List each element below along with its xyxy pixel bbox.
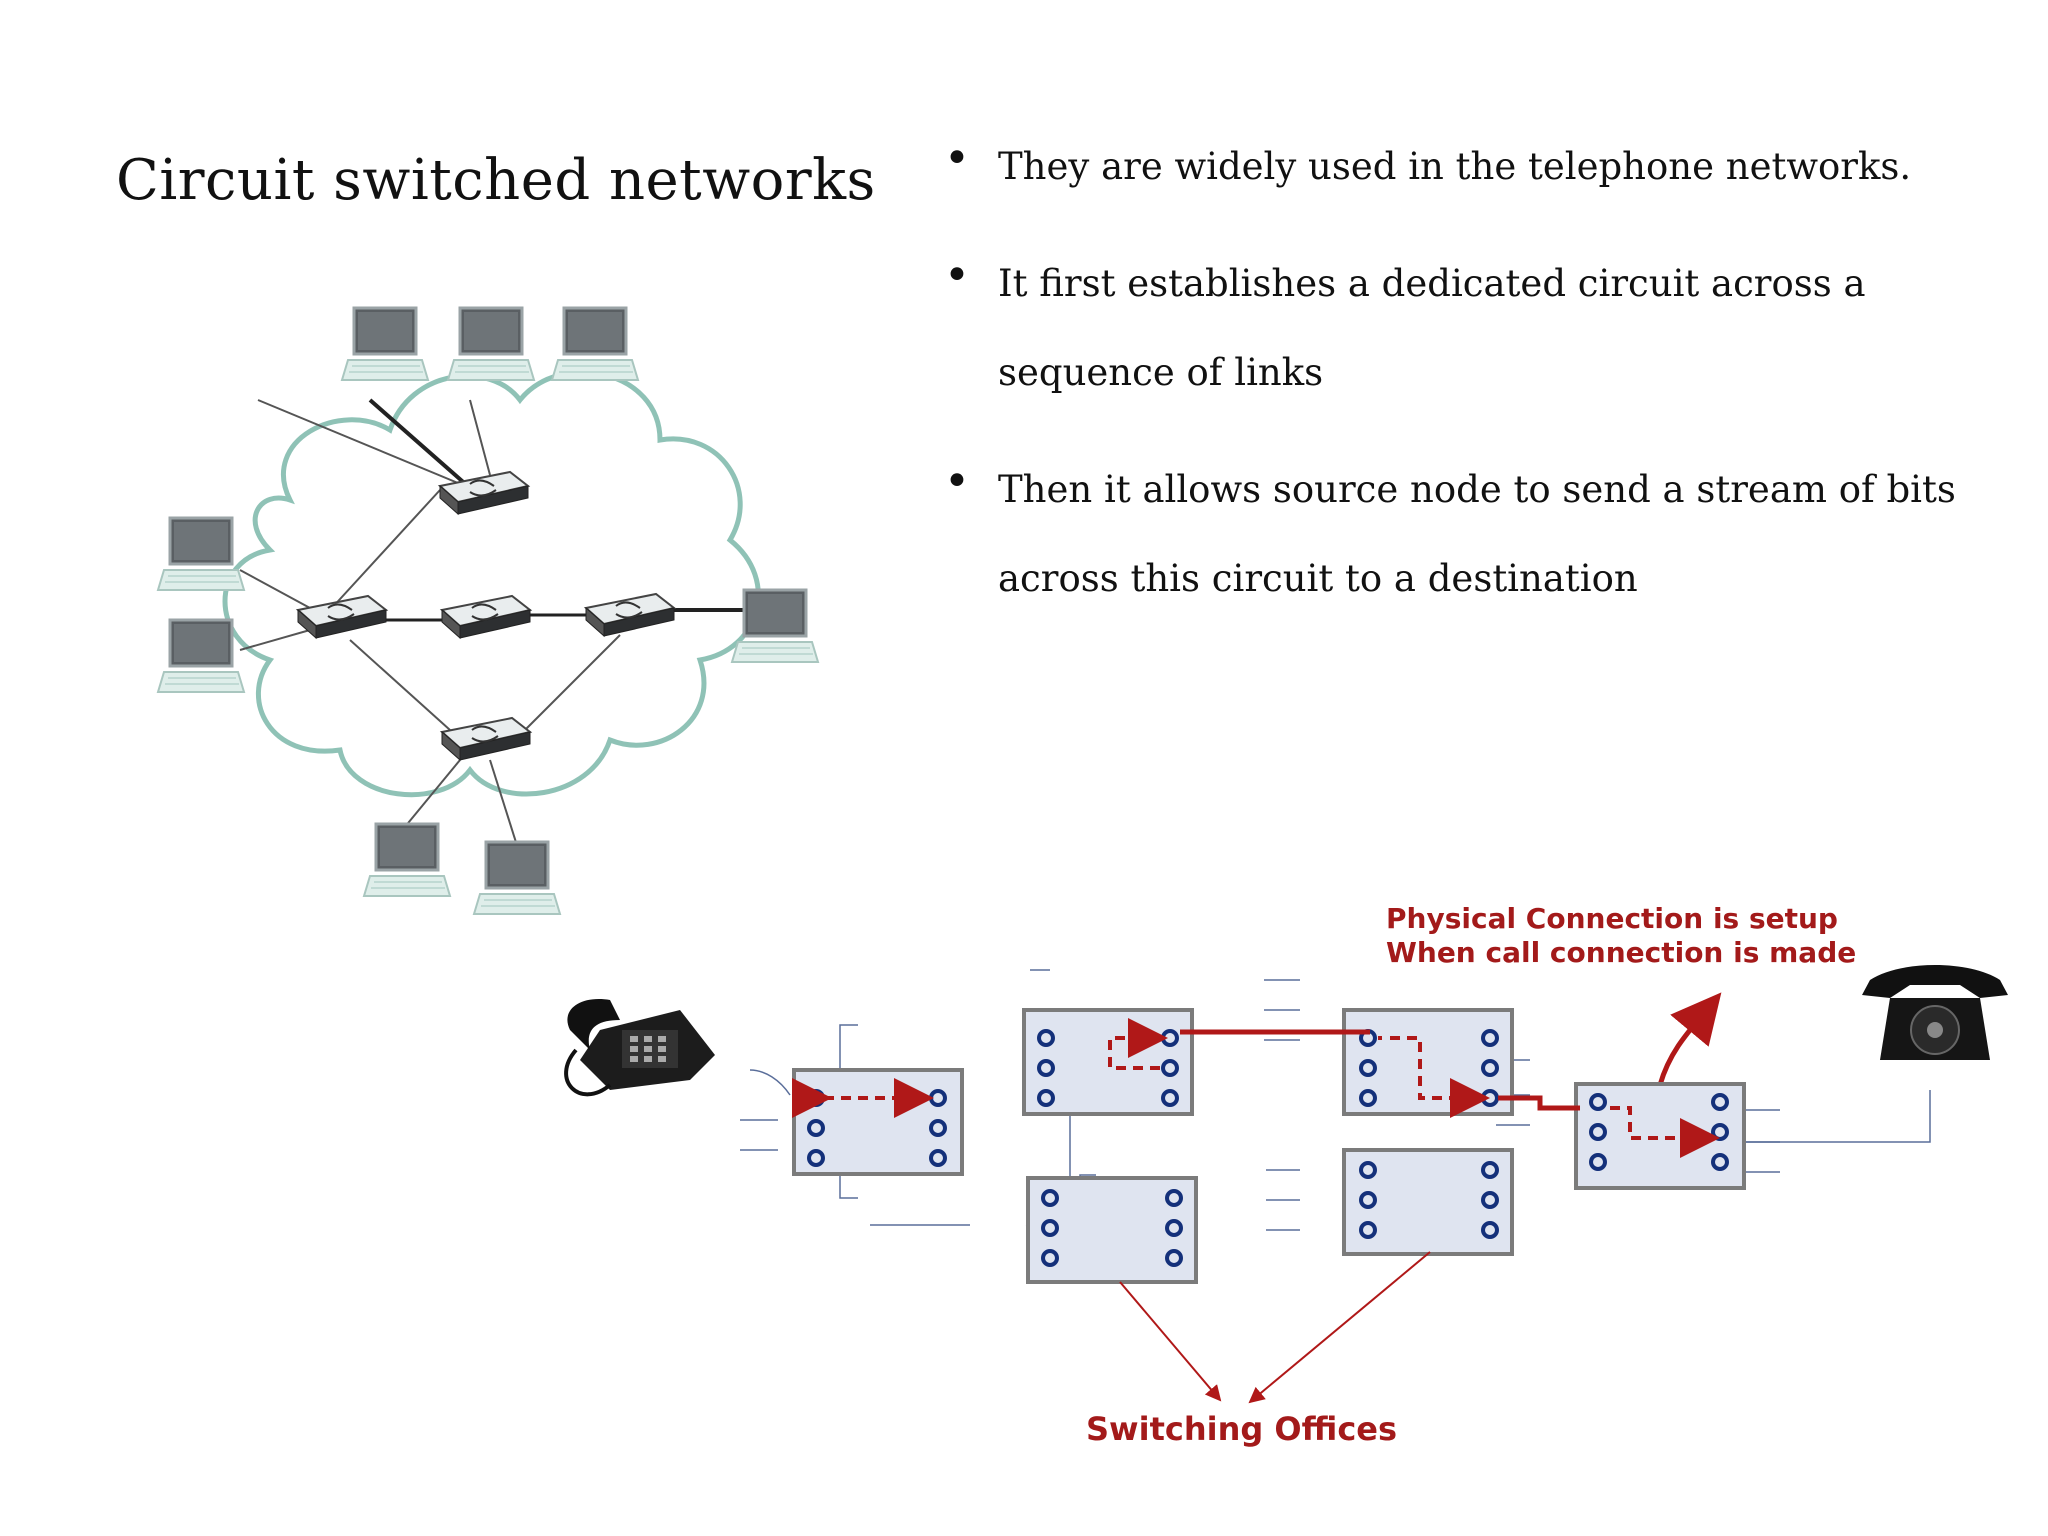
desk-phone-icon [564,999,715,1097]
laptop-icon [340,306,430,382]
switching-offices-label: Switching Offices [1086,1410,1397,1448]
bullet-item: Then it allows source node to send a str… [942,437,2022,623]
laptop-icon [156,516,246,592]
laptop-icon [730,588,820,664]
callout-line2: When call connection is made [1386,936,1856,969]
laptop-icon [550,306,640,382]
switching-offices-diagram: Physical Connection is setup When call c… [564,902,2008,1448]
laptop-icon [446,306,536,382]
rotary-phone-icon [1862,965,2008,1060]
slide-title: Circuit switched networks [116,148,876,213]
laptop-icon [362,822,452,898]
bullet-item: They are widely used in the telephone ne… [942,114,2022,211]
network-cloud-diagram [156,306,820,916]
bullet-list: They are widely used in the telephone ne… [942,114,2022,651]
bullet-item: It first establishes a dedicated circuit… [942,231,2022,417]
callout-line1: Physical Connection is setup [1386,902,1838,935]
laptop-icon [156,618,246,694]
cloud-shape [222,369,761,798]
